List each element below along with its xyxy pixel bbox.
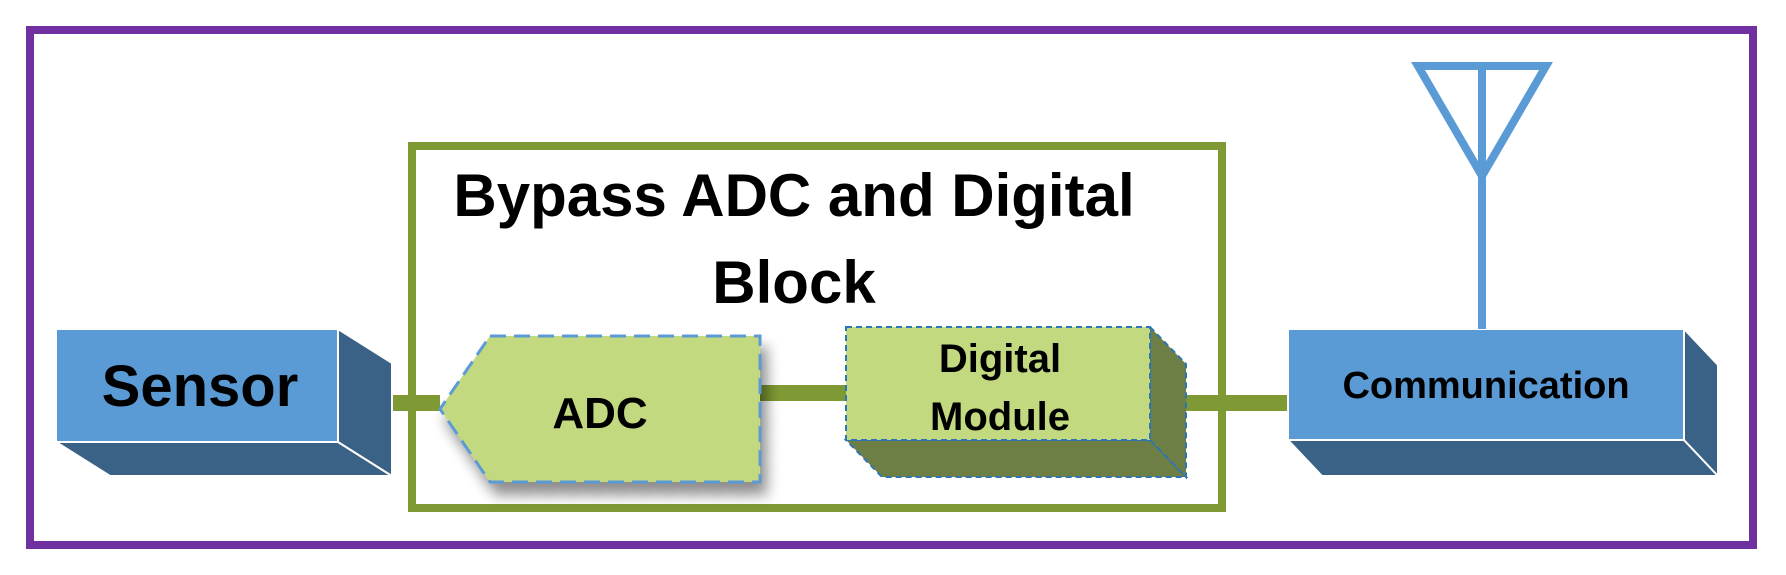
antenna-icon [1411, 62, 1553, 329]
adc-label: ADC [552, 389, 647, 438]
digital-label-line1: Digital [939, 337, 1061, 381]
digital-module-block [843, 324, 1189, 480]
bypass-box [408, 142, 1226, 512]
bypass-title-line1: Bypass ADC and Digital [453, 162, 1134, 229]
communication-label: Communication [1342, 365, 1629, 407]
sensor-block [52, 327, 396, 478]
outer-frame [26, 26, 1757, 549]
adc-block [438, 334, 762, 484]
bypass-title-line2: Block [712, 249, 876, 316]
communication-block [1285, 326, 1721, 479]
sensor-label: Sensor [102, 354, 299, 419]
digital-label-line2: Module [930, 395, 1070, 439]
